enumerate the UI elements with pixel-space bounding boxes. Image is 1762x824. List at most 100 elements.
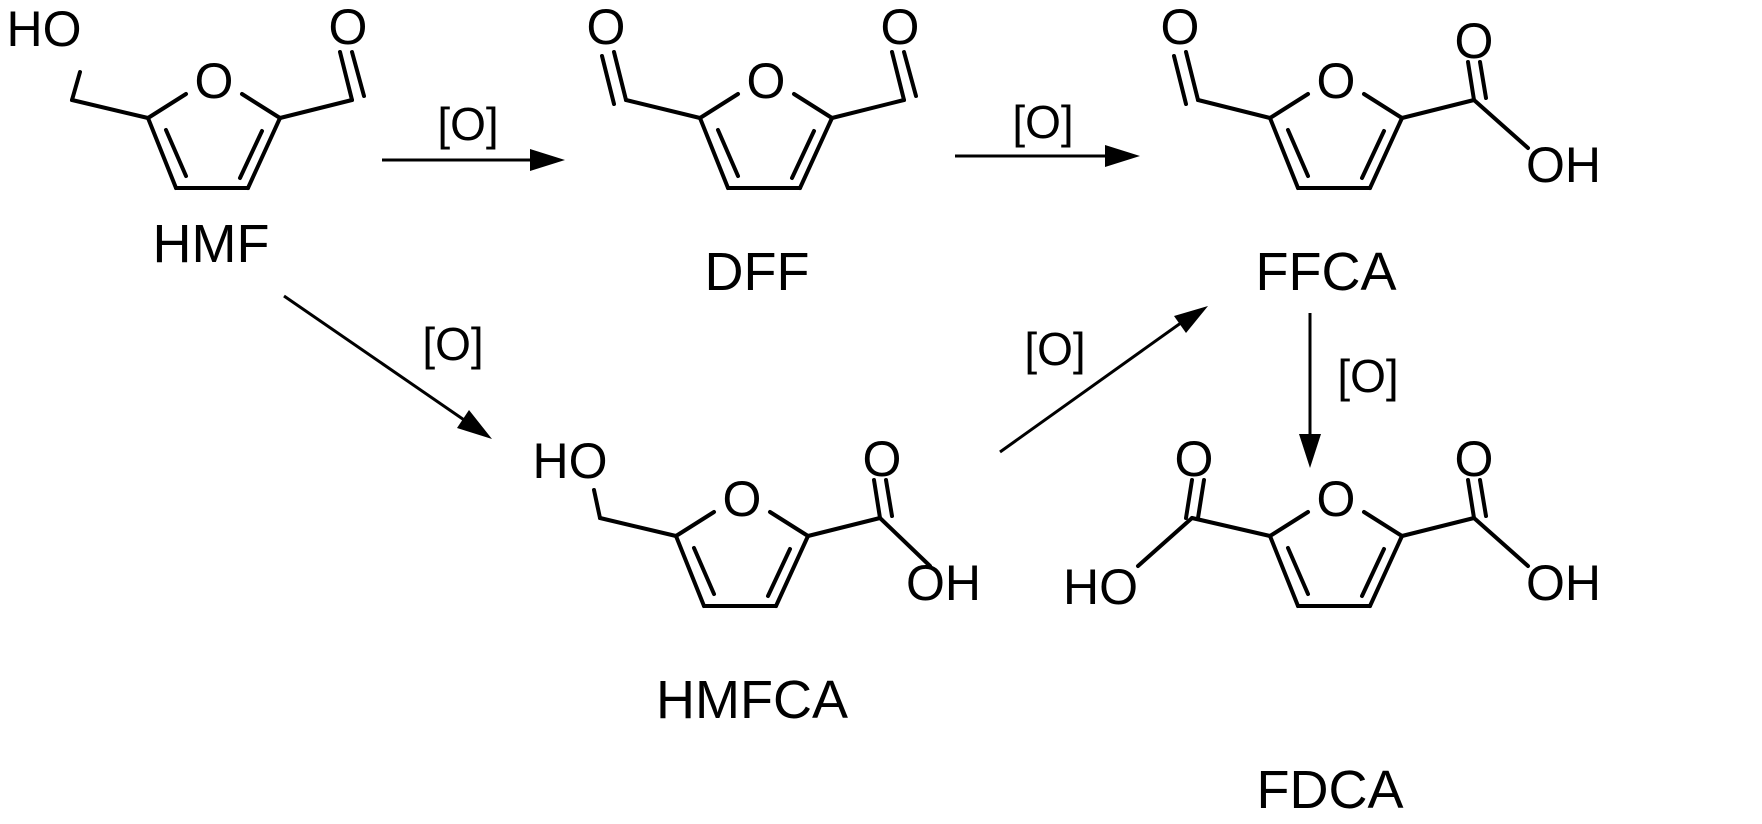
hmfca-double-bond (766, 547, 792, 598)
arrow-line (999, 318, 1186, 454)
fdca-co-bond (1478, 478, 1488, 518)
dff-co-bond (902, 50, 918, 98)
ffca-ring-oxygen: O (1317, 53, 1356, 109)
arrow-head (1299, 434, 1321, 468)
ffca-cho-bond (1196, 98, 1272, 120)
dff-double-bond (790, 129, 816, 180)
hmfca-co-bond (884, 478, 894, 518)
ffca-hydroxyl-label: OH (1526, 137, 1601, 193)
hmfca-ring-bond (768, 510, 810, 538)
hmfca-ring-oxygen: O (723, 471, 762, 527)
ffca-double-bond (1360, 129, 1386, 180)
hmf-co-bond (350, 50, 366, 98)
hmfca-co-bond (872, 478, 882, 520)
fdca-right-carbonyl-oxygen: O (1455, 431, 1494, 487)
fdca-double-bond (1286, 546, 1310, 596)
ffca-ring-bond (1268, 116, 1300, 190)
hmfca-c-oh-bond (878, 516, 932, 568)
hmfca-hydroxyl-label: HO (533, 433, 608, 489)
fdca-c-oh-bond (1472, 516, 1530, 568)
hmfca-name: HMFCA (656, 670, 848, 730)
arrow-hmf-to-hmfca: [O] (283, 294, 492, 439)
dff-ring-bond (698, 92, 740, 120)
hmfca-ch2-bond (598, 516, 678, 538)
dff-ring-bond (792, 92, 834, 120)
dff-ring-oxygen: O (747, 53, 786, 109)
dff-co-bond (890, 50, 906, 102)
dff-cho-bond (624, 98, 702, 120)
fdca-co-bond (1184, 478, 1194, 520)
ffca-ring-bond (1362, 92, 1404, 120)
hmfca-carbonyl-oxygen: O (863, 431, 902, 487)
dff-name: DFF (705, 242, 810, 302)
arrow-hmfca-to-ffca: [O] (999, 306, 1208, 454)
hmf-hydroxyl-label: HO (7, 1, 82, 57)
reagent-hmf-to-hmfca: [O] (422, 318, 483, 370)
ffca-aldehyde-oxygen: O (1161, 0, 1200, 55)
fdca-ring-bond (1268, 534, 1300, 608)
hmf-double-bond (238, 129, 264, 180)
ffca-structure: O O O OH FFCA (1161, 0, 1601, 302)
hmf-structure: HO O O HMF (7, 0, 368, 274)
ffca-ring-bond (1268, 92, 1310, 120)
fdca-co-bond (1466, 478, 1476, 520)
hmfca-acid-hydroxyl-label: OH (906, 555, 981, 611)
hmf-name: HMF (153, 214, 270, 274)
fdca-structure: O HO O O OH FDCA (1063, 431, 1601, 820)
hmf-ring-bond (146, 92, 188, 120)
ffca-co-bond (1466, 60, 1476, 102)
ffca-carbonyl-oxygen: O (1455, 13, 1494, 69)
arrow-hmf-to-dff: [O] (382, 98, 565, 171)
hmf-ch2-bond (70, 98, 150, 120)
ffca-ring-bond (1368, 116, 1404, 190)
arrow-head (1174, 306, 1208, 333)
dff-ring-bond (798, 116, 834, 190)
fdca-name: FDCA (1257, 760, 1404, 820)
ffca-co-bond (1478, 60, 1488, 100)
fdca-cooh-bond (1400, 516, 1476, 538)
fdca-ring-bond (1368, 534, 1404, 608)
ffca-co-bond (1184, 50, 1200, 102)
reagent-ffca-to-fdca: [O] (1337, 350, 1398, 402)
hmf-carbonyl-oxygen: O (329, 0, 368, 55)
fdca-c-oh-bond (1136, 516, 1194, 568)
fdca-right-hydroxyl-label: OH (1526, 555, 1601, 611)
hmfca-structure: HO O O OH HMFCA (533, 431, 982, 730)
hmfca-ring-bond (774, 534, 810, 608)
dff-right-carbonyl-oxygen: O (881, 0, 920, 55)
dff-co-bond (600, 54, 616, 106)
fdca-left-hydroxyl-label: HO (1063, 559, 1138, 615)
ffca-name: FFCA (1256, 242, 1397, 302)
hmfca-ring-bond (674, 510, 716, 538)
hmf-ring-bond (240, 92, 282, 120)
fdca-co-bond (1196, 478, 1206, 520)
fdca-ring-bond (1268, 510, 1310, 538)
dff-left-carbonyl-oxygen: O (587, 0, 626, 55)
dff-cho-bond (830, 98, 906, 120)
dff-structure: O O O DFF (587, 0, 920, 302)
ffca-double-bond (1286, 128, 1310, 178)
dff-ring-bond (698, 116, 730, 190)
ffca-cooh-bond (1400, 98, 1476, 120)
ffca-co-bond (1172, 54, 1188, 106)
arrow-head (530, 149, 565, 171)
ffca-c-oh-bond (1472, 98, 1530, 150)
dff-double-bond (716, 128, 740, 178)
arrow-ffca-to-fdca: [O] (1299, 313, 1399, 468)
hmfca-cooh-bond (806, 516, 882, 538)
arrow-head (1105, 145, 1140, 167)
arrow-line (283, 294, 471, 426)
hmf-double-bond (164, 128, 188, 178)
hmf-cho-bond (278, 98, 354, 120)
fdca-ring-oxygen: O (1317, 471, 1356, 527)
fdca-left-carbonyl-oxygen: O (1175, 431, 1214, 487)
hmfca-ring-bond (674, 534, 706, 608)
arrow-head (457, 410, 492, 439)
fdca-cooh-bond (1190, 516, 1272, 538)
hmfca-oh-bond (592, 488, 602, 520)
hmf-ring-bond (246, 116, 282, 190)
hmf-ring-oxygen: O (195, 53, 234, 109)
fdca-ring-bond (1362, 510, 1404, 538)
reagent-hmfca-to-ffca: [O] (1024, 323, 1085, 375)
